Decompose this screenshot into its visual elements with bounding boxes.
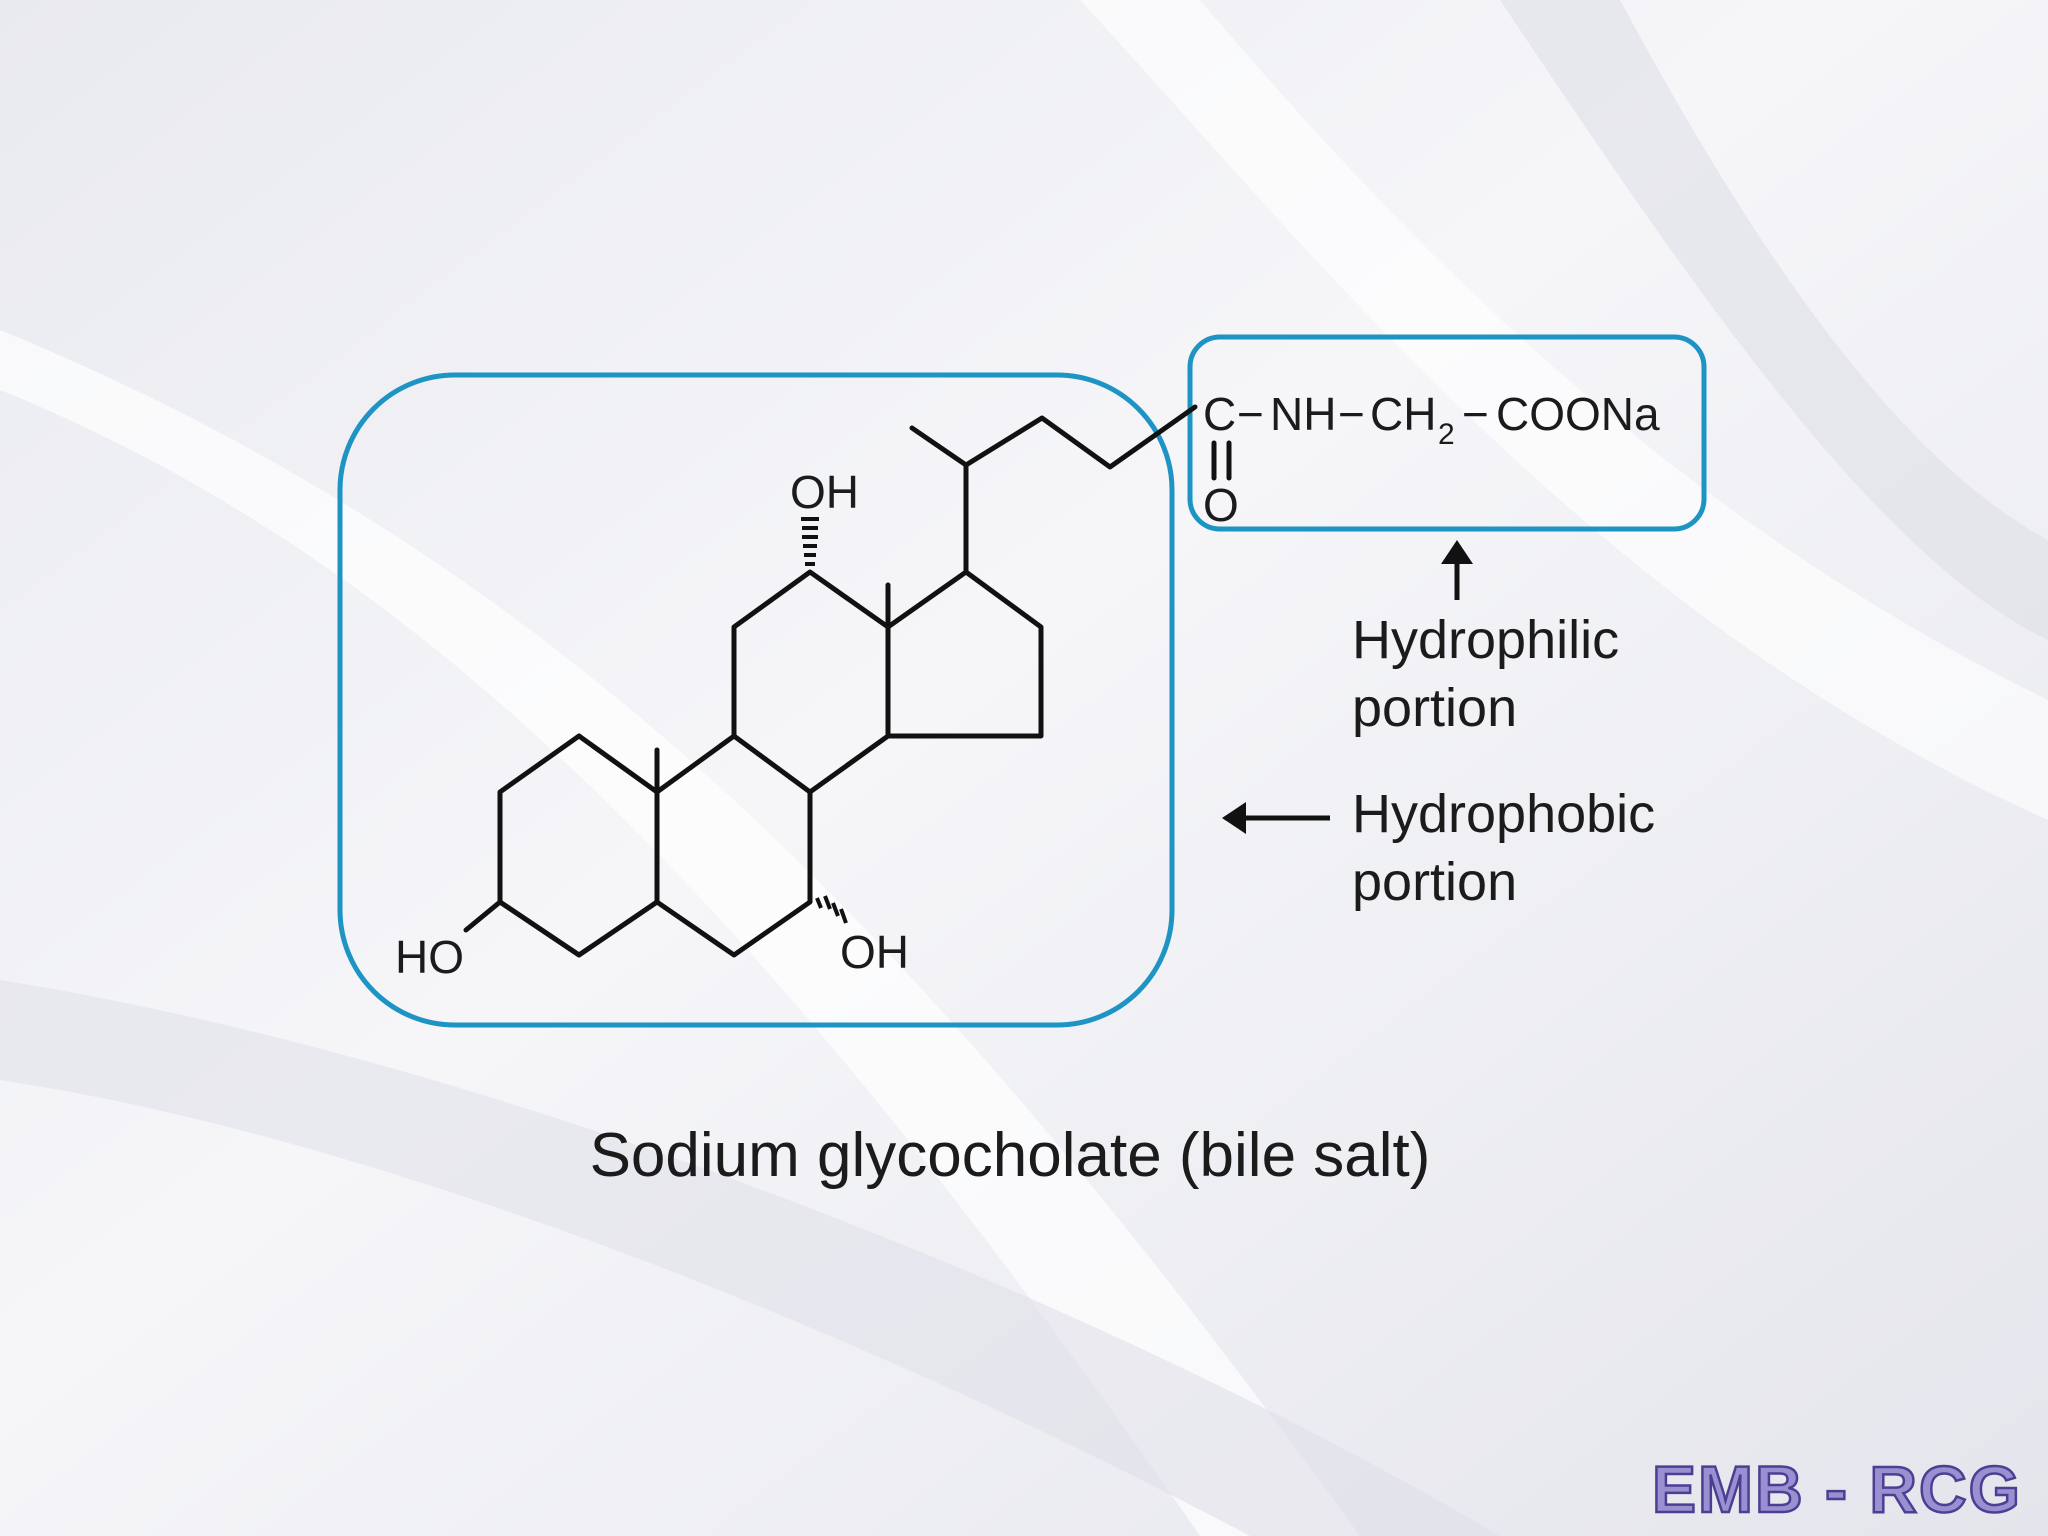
- label-oh-top: OH: [790, 466, 859, 518]
- hydrophilic-region-box: [1187, 334, 1707, 532]
- hydrophilic-arrow: [1441, 540, 1473, 600]
- glycine-amide-group: C − NH − CH 2 − COONa O: [1203, 388, 1660, 531]
- brand-watermark: EMB - RCG: [1652, 1452, 2022, 1526]
- label-oh-right: OH: [840, 926, 909, 978]
- label-dash-3: −: [1462, 388, 1489, 440]
- label-dash-1: −: [1237, 388, 1264, 440]
- hydrophobic-label-line1: Hydrophobic: [1352, 784, 1655, 844]
- hydrophobic-arrow: [1222, 802, 1330, 834]
- label-dash-2: −: [1338, 388, 1365, 440]
- label-nh: NH: [1270, 388, 1336, 440]
- label-ch: CH: [1370, 388, 1436, 440]
- hydrophobic-label-line2: portion: [1352, 852, 1517, 912]
- hashed-bond-oh-right: [815, 895, 848, 924]
- hydrophobic-region-box: [337, 372, 1175, 1028]
- hashed-bond-oh-top: [801, 517, 819, 566]
- diagram-caption: Sodium glycocholate (bile salt): [590, 1121, 1431, 1190]
- label-carbonyl-o: O: [1203, 479, 1239, 531]
- steroid-skeleton: [463, 404, 1198, 958]
- hydrophilic-label-line1: Hydrophilic: [1352, 610, 1619, 670]
- label-ho-left: HO: [395, 931, 464, 983]
- label-carbonyl-c: C: [1203, 388, 1236, 440]
- label-coona: COONa: [1496, 388, 1660, 440]
- hydrophilic-label-line2: portion: [1352, 678, 1517, 738]
- label-subscript-2: 2: [1438, 418, 1455, 451]
